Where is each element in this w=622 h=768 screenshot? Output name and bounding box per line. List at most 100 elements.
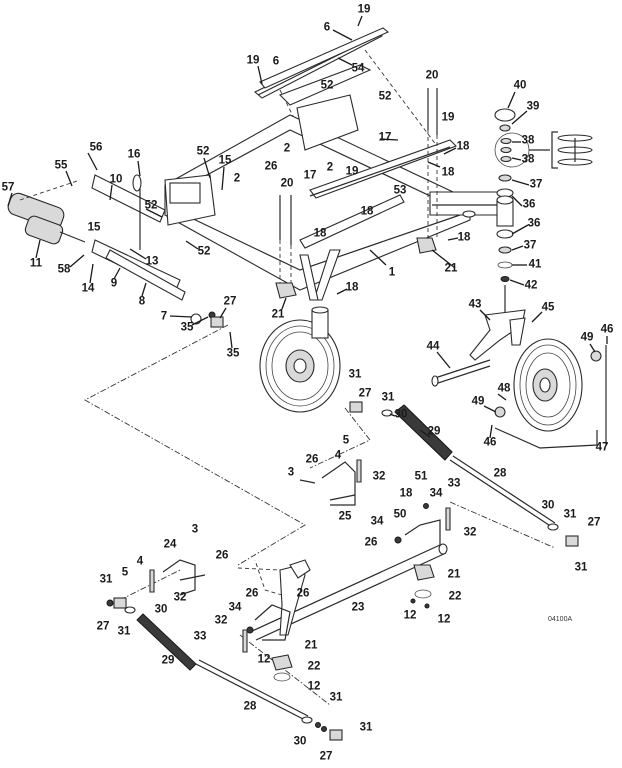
part-callout-34: 34 <box>370 515 384 528</box>
part-callout-53: 53 <box>393 184 407 197</box>
caster-pivot-stack <box>431 108 593 387</box>
part-callout-27: 27 <box>96 620 110 633</box>
part-callout-38: 38 <box>521 134 535 147</box>
part-callout-18: 18 <box>457 231 471 244</box>
part-callout-12: 12 <box>307 680 321 693</box>
part-callout-32: 32 <box>463 526 477 539</box>
part-callout-52: 52 <box>378 90 392 103</box>
part-callout-14: 14 <box>81 282 95 295</box>
part-callout-11: 11 <box>29 257 43 270</box>
part-callout-34: 34 <box>228 601 242 614</box>
part-callout-25: 25 <box>338 510 352 523</box>
part-callout-22: 22 <box>307 660 321 673</box>
part-callout-54: 54 <box>351 62 365 75</box>
part-callout-26: 26 <box>305 453 319 466</box>
part-callout-10: 10 <box>109 173 123 186</box>
part-callout-27: 27 <box>319 750 333 763</box>
leader-lines <box>7 15 608 439</box>
part-callout-15: 15 <box>218 154 232 167</box>
part-callout-20: 20 <box>280 177 294 190</box>
part-callout-31: 31 <box>99 573 113 586</box>
part-callout-18: 18 <box>441 166 455 179</box>
figure-id: 04100A <box>548 616 573 623</box>
part-callout-52: 52 <box>144 199 158 212</box>
part-callout-12: 12 <box>257 653 271 666</box>
part-callout-26: 26 <box>264 160 278 173</box>
front-wheel <box>494 338 607 449</box>
part-callout-19: 19 <box>246 54 260 67</box>
main-frame <box>164 64 506 301</box>
part-callout-46: 46 <box>483 436 497 449</box>
part-callout-5: 5 <box>121 566 129 579</box>
part-callout-42: 42 <box>524 279 538 292</box>
part-callout-12: 12 <box>403 609 417 622</box>
part-callout-31: 31 <box>359 721 373 734</box>
part-callout-37: 37 <box>523 239 537 252</box>
part-callout-6: 6 <box>272 55 280 68</box>
part-callout-40: 40 <box>513 79 527 92</box>
part-callout-27: 27 <box>358 387 372 400</box>
part-callout-49: 49 <box>580 331 594 344</box>
part-callout-9: 9 <box>110 277 118 290</box>
part-callout-17: 17 <box>378 131 392 144</box>
part-callout-36: 36 <box>527 217 541 230</box>
part-callout-44: 44 <box>426 340 440 353</box>
part-callout-16: 16 <box>127 148 141 161</box>
part-callout-23: 23 <box>351 601 365 614</box>
part-callout-26: 26 <box>364 536 378 549</box>
part-callout-52: 52 <box>197 245 211 258</box>
part-callout-15: 15 <box>87 221 101 234</box>
part-callout-28: 28 <box>493 467 507 480</box>
part-callout-13: 13 <box>145 255 159 268</box>
part-callout-5: 5 <box>342 434 350 447</box>
part-callout-38: 38 <box>521 153 535 166</box>
part-callout-20: 20 <box>425 69 439 82</box>
part-callout-32: 32 <box>372 470 386 483</box>
part-callout-4: 4 <box>136 555 144 568</box>
part-callout-43: 43 <box>468 298 482 311</box>
part-callout-33: 33 <box>193 630 207 643</box>
part-callout-2: 2 <box>283 142 291 155</box>
part-callout-8: 8 <box>138 295 146 308</box>
part-callout-31: 31 <box>329 691 343 704</box>
part-callout-35: 35 <box>180 321 194 334</box>
part-callout-6: 6 <box>323 21 331 34</box>
part-callout-33: 33 <box>447 477 461 490</box>
part-callout-21: 21 <box>271 308 285 321</box>
lower-spring-rod <box>136 613 343 741</box>
part-callout-21: 21 <box>447 568 461 581</box>
part-callout-50: 50 <box>393 508 407 521</box>
part-callout-18: 18 <box>456 140 470 153</box>
part-callout-49: 49 <box>471 395 485 408</box>
part-callout-35: 35 <box>226 347 240 360</box>
part-callout-19: 19 <box>357 3 371 16</box>
part-callout-34: 34 <box>429 487 443 500</box>
part-callout-2: 2 <box>326 161 334 174</box>
part-callout-4: 4 <box>334 449 342 462</box>
part-callout-55: 55 <box>54 159 68 172</box>
part-callout-2: 2 <box>233 172 241 185</box>
part-callout-29: 29 <box>427 425 441 438</box>
part-callout-21: 21 <box>304 639 318 652</box>
cross-shaft <box>249 543 448 641</box>
part-callout-26: 26 <box>245 587 259 600</box>
part-callout-7: 7 <box>160 310 168 323</box>
part-callout-30: 30 <box>154 603 168 616</box>
part-callout-51: 51 <box>414 470 428 483</box>
part-callout-24: 24 <box>163 538 177 551</box>
part-callout-26: 26 <box>296 587 310 600</box>
part-callout-45: 45 <box>541 301 555 314</box>
part-callout-32: 32 <box>173 591 187 604</box>
part-callout-57: 57 <box>1 181 15 194</box>
part-callout-31: 31 <box>117 625 131 638</box>
part-callout-18: 18 <box>313 227 327 240</box>
part-callout-48: 48 <box>497 382 511 395</box>
part-callout-30: 30 <box>293 735 307 748</box>
part-callout-31: 31 <box>348 368 362 381</box>
part-callout-18: 18 <box>345 281 359 294</box>
center-linkage <box>394 503 451 545</box>
part-callout-3: 3 <box>191 523 199 536</box>
part-callout-27: 27 <box>587 516 601 529</box>
